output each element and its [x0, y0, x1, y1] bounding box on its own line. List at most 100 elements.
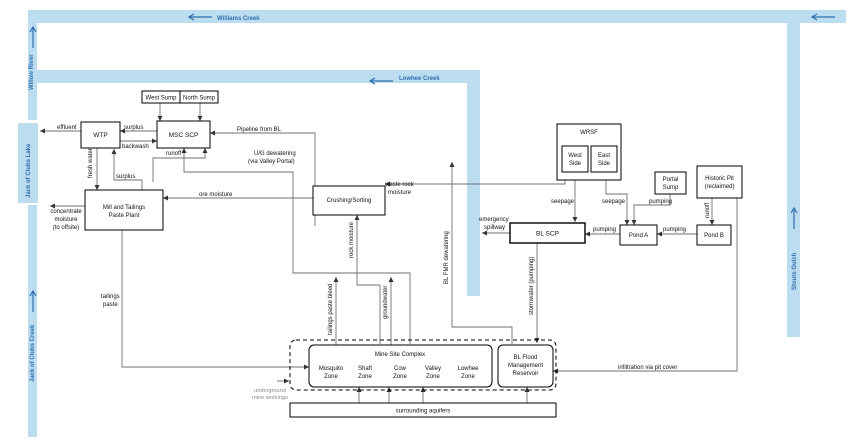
seepage-west-label: seepage [551, 199, 575, 205]
willow-arrow-icon [29, 25, 37, 48]
portal-sump-label-2: Sump [663, 185, 679, 191]
zone-shaft-label-2: Zone [358, 374, 372, 380]
zone-cow-label-1: Cow [394, 366, 407, 372]
flow-surplus-mill [111, 149, 143, 191]
flow-infiltration [553, 198, 738, 374]
portal-sump-box [654, 171, 687, 195]
flow-rock-moisture [354, 215, 381, 344]
bl-flood-label-2: Management [508, 363, 543, 369]
bl-flood-label-3: Reservoir [513, 371, 539, 377]
concentrate-label-1: concentrate [50, 209, 82, 215]
wtp-box [80, 121, 121, 149]
flow-pumping-portal [631, 194, 671, 225]
joc-creek-arrow-icon [29, 289, 37, 312]
flow-ug-dewatering [181, 148, 411, 344]
lowhee-creek-label: Lowhee Creek [399, 76, 440, 82]
pond-a-label: Pond A [629, 233, 648, 239]
underground-label-1: underground [254, 388, 286, 394]
crushing-box [312, 185, 386, 216]
flow-pipeline-bl [210, 130, 316, 226]
north-sump-label: North Sump [183, 96, 216, 102]
stormwater-label: stormwater (pumping) [529, 257, 535, 315]
underground-workings-container [289, 339, 557, 391]
bl-scp-label: BL SCP [536, 231, 559, 238]
mine-site-complex-label: Mine Site Complex [375, 352, 425, 358]
stouts-gulch-label: Stouts Gulch [792, 252, 798, 290]
bl-fmr-label: BL FMR dewatering [444, 231, 450, 284]
stouts-gulch [787, 23, 800, 337]
underground-label-2: mine workings [252, 395, 288, 401]
jack-of-clubs-creek [28, 205, 37, 437]
zone-lowhee-label-1: Lowhee [457, 366, 479, 372]
pumping-portal-label: pumping [649, 199, 672, 205]
crushing-label: Crushing/Sorting [327, 198, 372, 204]
historic-pit-label-2: (reclaimed) [704, 184, 734, 190]
flow-bl-fmr [449, 162, 513, 344]
emergency-label-1: emergency [479, 217, 509, 223]
backwash-label: backwash [122, 144, 149, 150]
waste-rock-label-1: waste rock [384, 182, 415, 188]
zone-mosquito-label-1: Mosquito [319, 366, 344, 372]
williams-arrow-1-icon [187, 13, 212, 21]
surrounding-aquifers-label: surrounding aquifers [396, 409, 451, 415]
waste-rock-label-2: moisture [388, 190, 412, 196]
zone-shaft-label-1: Shaft [358, 366, 372, 372]
concentrate-label-3: (to offsite) [53, 225, 80, 231]
jack-of-clubs-creek-label: Jack of Clubs Creek [30, 324, 36, 382]
surplus-wtp-label: surplus [124, 125, 143, 131]
ug-dewatering-label-1: U/G dewatering [254, 151, 296, 157]
concentrate-label-2: moisture [54, 217, 78, 223]
lowhee-arrow-icon [368, 77, 393, 85]
willow-river [28, 10, 37, 120]
boxes [80, 90, 743, 418]
mill-box [84, 189, 164, 231]
williams-creek [28, 10, 846, 23]
east-side-label-1: East [598, 153, 610, 159]
lowhee-creek [37, 70, 480, 83]
flow-seepage-east [605, 172, 630, 225]
fresh-water-label: fresh water [88, 148, 94, 178]
jack-of-clubs-lake [18, 123, 38, 203]
tailings-label-2: paste [103, 302, 118, 308]
msc-scp-label: MSC SCP [169, 132, 199, 139]
flow-runoff-msc [152, 148, 208, 182]
effluent-label: effluent [57, 125, 77, 131]
historic-pit-box [696, 165, 743, 199]
pumping-bl-label: pumping [593, 227, 616, 233]
west-side-label-1: West [568, 153, 582, 159]
surplus-mill-label: surplus [116, 174, 135, 180]
runoff-msc-label: runoff [166, 151, 182, 157]
bl-flood-label-1: BL Flood [514, 355, 538, 361]
tailings-bleed-label: tailings paste bleed [328, 284, 334, 335]
waterway-arrows [29, 13, 835, 312]
stouts-arrow-icon [790, 206, 798, 229]
zone-mosquito-label-2: Zone [324, 374, 338, 380]
pond-a-box [619, 224, 658, 246]
waterways [18, 10, 846, 437]
zone-valley-label-1: Valley [425, 366, 441, 372]
west-sump-label: West Sump [146, 96, 178, 102]
pipeline-bl-label: Pipeline from BL [237, 127, 282, 133]
emergency-label-2: spillway [484, 225, 505, 231]
mill-label-1: Mill and Tailings [103, 205, 145, 211]
north-sump-box [179, 90, 219, 104]
zone-valley-label-2: Zone [426, 374, 440, 380]
runoff-pit-label: runoff [705, 202, 711, 218]
wtp-label: WTP [93, 132, 107, 139]
east-side-box [590, 145, 618, 173]
pumping-pondb-label: pumping [663, 227, 686, 233]
mine-site-complex-box [308, 344, 493, 388]
portal-sump-label-1: Portal [663, 177, 679, 183]
zone-lowhee-label-2: Zone [461, 374, 475, 380]
infiltration-label: infiltration via pit cover [618, 365, 677, 371]
seepage-east-label: seepage [602, 199, 626, 205]
lowhee-creek-south [467, 70, 480, 296]
mill-label-2: Paste Plant [109, 213, 140, 219]
wrsf-label: WRSF [580, 130, 598, 136]
surrounding-aquifers-box [289, 402, 557, 418]
pond-b-label: Pond B [704, 233, 724, 239]
east-side-label-2: Side [598, 161, 611, 167]
west-side-label-2: Side [569, 161, 582, 167]
ore-moisture-label: ore moisture [199, 192, 233, 198]
